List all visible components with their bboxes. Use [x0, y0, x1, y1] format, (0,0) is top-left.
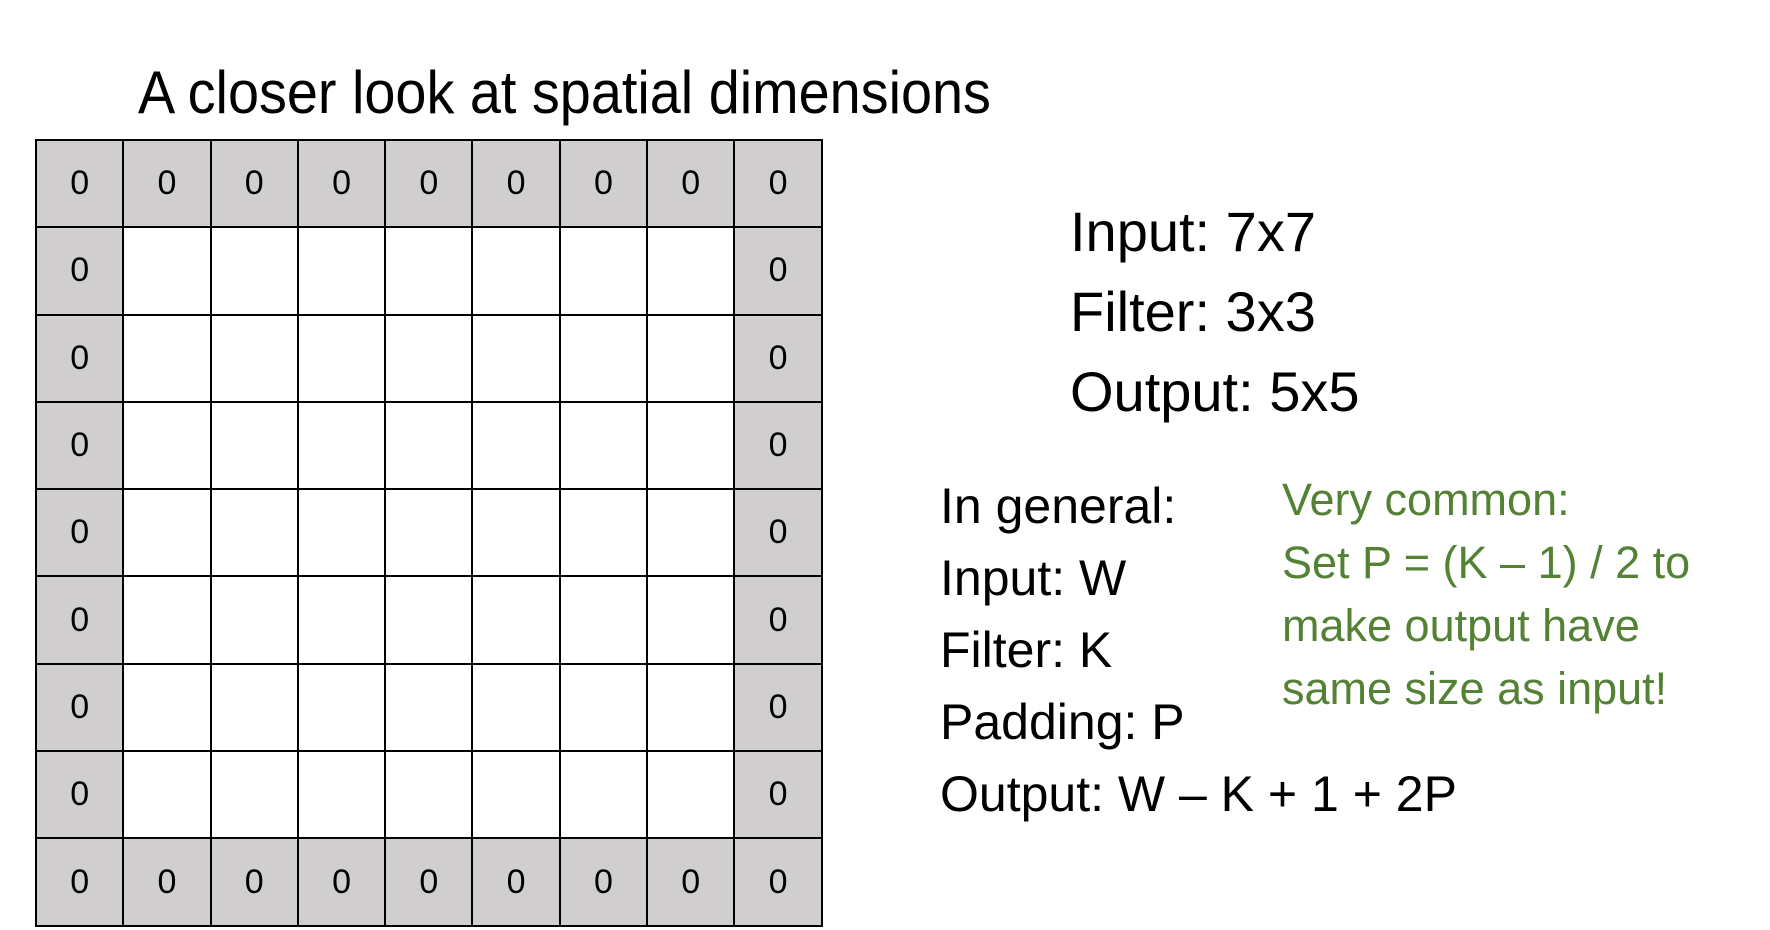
general-padding: Padding: P: [940, 694, 1185, 750]
padding-cell: 0: [37, 141, 125, 229]
general-filter: Filter: K: [940, 622, 1113, 678]
padding-cell: 0: [648, 141, 736, 229]
input-cell: [560, 664, 649, 753]
padding-cell: 0: [37, 664, 125, 753]
input-cell: [298, 315, 387, 403]
padding-cell: 0: [386, 839, 474, 927]
padding-cell: 0: [735, 402, 823, 491]
padding-cell: 0: [735, 664, 823, 753]
input-cell: [124, 315, 212, 403]
padding-cell: 0: [560, 141, 649, 229]
input-cell: [648, 490, 736, 578]
padding-cell: 0: [473, 839, 561, 927]
summary-input: Input: 7x7: [1070, 200, 1316, 263]
input-cell: [648, 752, 736, 840]
padding-cell: 0: [37, 752, 125, 840]
input-cell: [560, 752, 649, 840]
input-cell: [124, 228, 212, 316]
general-output: Output: W – K + 1 + 2P: [940, 766, 1457, 822]
input-cell: [124, 664, 212, 753]
input-cell: [211, 402, 299, 491]
input-cell: [560, 228, 649, 316]
padding-cell: 0: [124, 141, 212, 229]
input-cell: [473, 490, 561, 578]
input-cell: [386, 402, 474, 491]
slide-title: A closer look at spatial dimensions: [138, 59, 991, 126]
padding-cell: 0: [37, 228, 125, 316]
input-cell: [560, 490, 649, 578]
input-cell: [386, 577, 474, 665]
padding-cell: 0: [37, 577, 125, 665]
input-cell: [211, 490, 299, 578]
padding-cell: 0: [560, 839, 649, 927]
input-cell: [124, 402, 212, 491]
note-line: Set P = (K – 1) / 2 to: [1282, 537, 1691, 588]
input-cell: [298, 577, 387, 665]
dimension-summary: Input: 7x7 Filter: 3x3 Output: 5x5: [1070, 192, 1360, 432]
summary-filter: Filter: 3x3: [1070, 280, 1316, 343]
input-cell: [124, 752, 212, 840]
input-cell: [648, 228, 736, 316]
input-cell: [124, 490, 212, 578]
input-cell: [473, 664, 561, 753]
input-cell: [386, 752, 474, 840]
padding-cell: 0: [37, 315, 125, 403]
padding-cell: 0: [735, 228, 823, 316]
padding-cell: 0: [37, 490, 125, 578]
input-cell: [560, 315, 649, 403]
padding-cell: 0: [298, 141, 387, 229]
padding-cell: 0: [735, 577, 823, 665]
padding-cell: 0: [211, 141, 299, 229]
note-line: same size as input!: [1282, 663, 1668, 714]
note-line: Very common:: [1282, 474, 1570, 525]
input-cell: [473, 228, 561, 316]
padding-cell: 0: [386, 141, 474, 229]
input-cell: [386, 315, 474, 403]
input-cell: [648, 402, 736, 491]
padding-cell: 0: [735, 752, 823, 840]
input-cell: [386, 228, 474, 316]
input-cell: [211, 228, 299, 316]
input-cell: [386, 490, 474, 578]
padding-cell: 0: [37, 402, 125, 491]
input-cell: [386, 664, 474, 753]
padding-cell: 0: [735, 490, 823, 578]
padding-cell: 0: [37, 839, 125, 927]
input-cell: [473, 315, 561, 403]
general-heading: In general:: [940, 478, 1177, 534]
input-cell: [473, 752, 561, 840]
padding-cell: 0: [648, 839, 736, 927]
padding-cell: 0: [211, 839, 299, 927]
input-cell: [211, 752, 299, 840]
general-formula: In general: Input: W Filter: K Padding: …: [940, 470, 1457, 830]
input-cell: [648, 664, 736, 753]
padding-cell: 0: [473, 141, 561, 229]
input-cell: [124, 577, 212, 665]
input-cell: [298, 490, 387, 578]
input-cell: [211, 315, 299, 403]
input-cell: [298, 228, 387, 316]
padding-cell: 0: [735, 839, 823, 927]
general-input: Input: W: [940, 550, 1127, 606]
input-cell: [560, 577, 649, 665]
input-cell: [211, 577, 299, 665]
padding-cell: 0: [735, 141, 823, 229]
input-cell: [298, 752, 387, 840]
input-cell: [298, 402, 387, 491]
padding-cell: 0: [298, 839, 387, 927]
padding-cell: 0: [124, 839, 212, 927]
input-cell: [560, 402, 649, 491]
input-cell: [473, 577, 561, 665]
input-cell: [473, 402, 561, 491]
padding-note: Very common: Set P = (K – 1) / 2 to make…: [1282, 468, 1690, 720]
summary-output: Output: 5x5: [1070, 360, 1360, 423]
input-cell: [298, 664, 387, 753]
input-cell: [648, 577, 736, 665]
padding-cell: 0: [735, 315, 823, 403]
input-cell: [211, 664, 299, 753]
note-line: make output have: [1282, 600, 1640, 651]
input-cell: [648, 315, 736, 403]
